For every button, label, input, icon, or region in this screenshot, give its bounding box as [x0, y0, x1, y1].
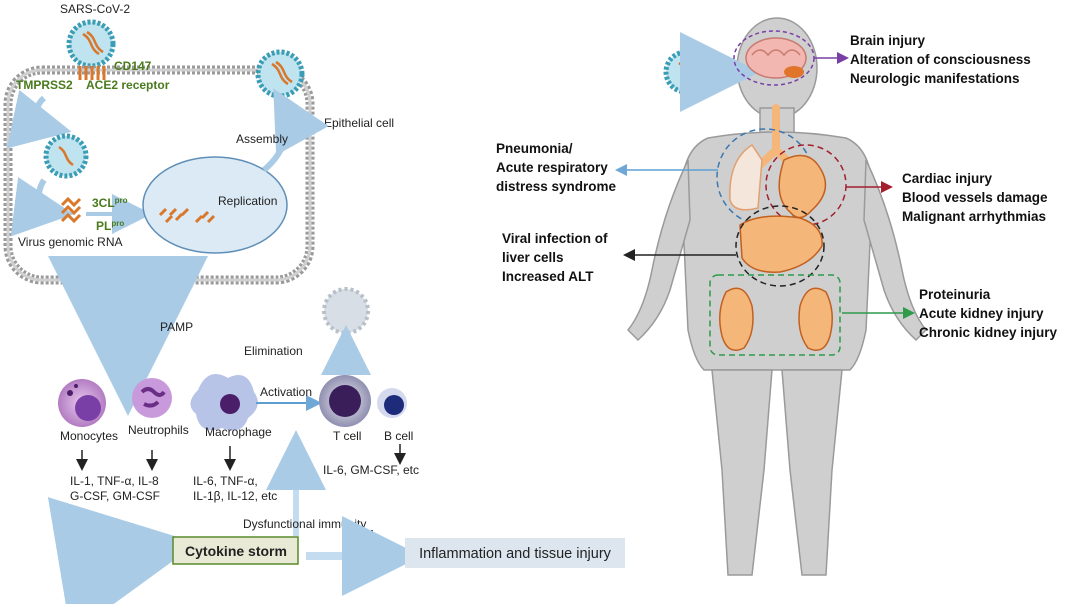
- assembly-label: Assembly: [236, 132, 288, 146]
- ace2-label: ACE2 receptor: [86, 78, 170, 92]
- kidney-effects: Proteinuria Acute kidney injury Chronic …: [919, 287, 1058, 340]
- lung-effect-2: Acute respiratory: [496, 160, 608, 175]
- macrophage-cell: [190, 374, 258, 431]
- mono-cytokines-line2: G-CSF, GM-CSF: [70, 489, 160, 503]
- heart-effect-1: Cardiac injury: [902, 171, 993, 186]
- kidney-effect-1: Proteinuria: [919, 287, 991, 302]
- cytokine-storm-label: Cytokine storm: [185, 543, 287, 559]
- virus-particle-internalized: [43, 133, 89, 179]
- genomic-rna-label: Virus genomic RNA: [18, 235, 122, 249]
- liver-effects: Viral infection of liver cells Increased…: [502, 231, 608, 284]
- kidney-effect-3: Chronic kidney injury: [919, 325, 1058, 340]
- cytokine-storm-box: [172, 536, 299, 565]
- liver-effect-2: liver cells: [502, 250, 564, 265]
- liver-effect-3: Increased ALT: [502, 269, 594, 284]
- kidneys-icon: [719, 287, 833, 351]
- liver-effect-1: Viral infection of: [502, 231, 608, 246]
- liver-icon: [739, 215, 823, 273]
- mono-cytokines-line1: IL-1, TNF-α, IL-8: [70, 474, 159, 488]
- heart-effect-3: Malignant arrhythmias: [902, 209, 1046, 224]
- tmprss2-label: TMPRSS2: [16, 78, 73, 92]
- eliminated-virus: [322, 287, 370, 335]
- macro-cytokines-line2: IL-1β, IL-12, etc: [193, 489, 277, 503]
- epithelial-cell-label: Epithelial cell: [324, 116, 394, 130]
- heart-effect-2: Blood vessels damage: [902, 190, 1048, 205]
- brain-effects: Brain injury Alteration of consciousness…: [850, 33, 1031, 86]
- assembly-arrow: [261, 88, 329, 173]
- inflammation-box: [405, 538, 625, 568]
- lung-effect-3: distress syndrome: [496, 179, 617, 194]
- genomic-rna-icon: [60, 196, 82, 224]
- brain-effect-1: Brain injury: [850, 33, 926, 48]
- lung-effect-1: Pneumonia/: [496, 141, 573, 156]
- replication-compartment: [142, 156, 288, 254]
- macro-cytokines-line1: IL-6, TNF-α,: [193, 474, 258, 488]
- neutrophils-label: Neutrophils: [128, 423, 189, 437]
- monocytes-label: Monocytes: [60, 429, 118, 443]
- lung-effects: Pneumonia/ Acute respiratory distress sy…: [496, 141, 617, 194]
- dysfunctional-immunity-label: Dysfunctional immunity: [243, 517, 366, 531]
- replicated-rna-icon: [158, 207, 216, 224]
- liver-highlight-circle: [735, 205, 825, 287]
- pamp-label: PAMP: [160, 320, 193, 334]
- kidney-effect-2: Acute kidney injury: [919, 306, 1044, 321]
- elimination-label: Elimination: [244, 344, 303, 358]
- brain-icon: [745, 37, 807, 79]
- heart-effects: Cardiac injury Blood vessels damage Mali…: [902, 171, 1048, 224]
- neutrophil-cell: [132, 378, 172, 418]
- macrophage-label: Macrophage: [205, 425, 272, 439]
- uncoating-arrow: [10, 176, 74, 237]
- monocyte-cell: [58, 379, 106, 427]
- human-body-silhouette: [626, 17, 928, 576]
- inflammation-label: Inflammation and tissue injury: [419, 546, 612, 562]
- virus-particle-top: [66, 19, 116, 69]
- virus-label: SARS-CoV-2: [60, 2, 130, 16]
- entry-arrow: [6, 89, 72, 149]
- protease-3cl-label: 3CLpro: [92, 196, 128, 210]
- lung-icon: [729, 143, 763, 211]
- activation-label: Activation: [260, 385, 312, 399]
- b-cell: [377, 388, 407, 418]
- cd147-label: CD147: [114, 59, 152, 73]
- virus-particle-body: [663, 49, 709, 95]
- virus-particle-exiting: [255, 49, 305, 99]
- b-cytokines: IL-6, GM-CSF, etc: [323, 463, 419, 477]
- protease-pl-label: PLpro: [96, 219, 124, 233]
- heart-icon: [778, 154, 827, 219]
- brain-effect-2: Alteration of consciousness: [850, 52, 1031, 67]
- b-cell-label: B cell: [384, 429, 413, 443]
- kidney-highlight-box: [709, 274, 841, 356]
- cytokine-flow-arrow: [47, 497, 198, 604]
- ace2-receptor: [78, 66, 106, 80]
- brain-effect-3: Neurologic manifestations: [850, 71, 1020, 86]
- replication-label: Replication: [218, 194, 277, 208]
- t-cell: [319, 375, 371, 427]
- t-cell-label: T cell: [333, 429, 361, 443]
